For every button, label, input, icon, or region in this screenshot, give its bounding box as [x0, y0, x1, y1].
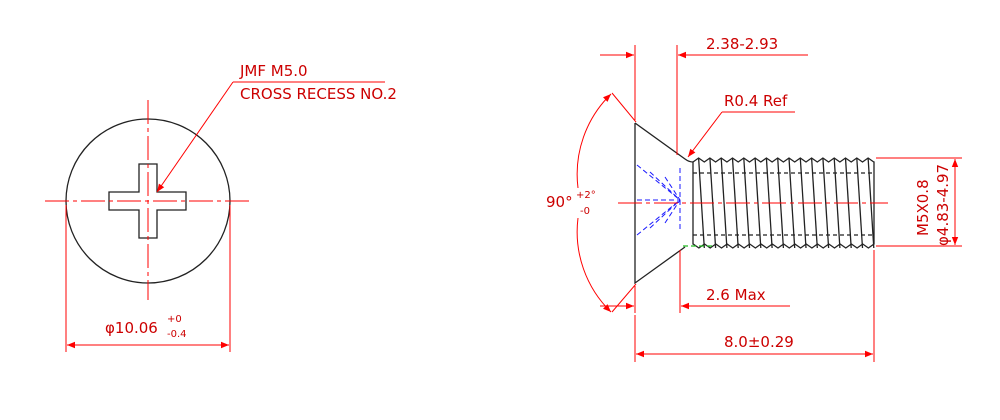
length-label: 8.0±0.29: [724, 333, 794, 351]
head-diameter-label: φ10.06: [105, 319, 158, 337]
recess-callout-leader: [156, 81, 234, 193]
major-diameter-label: φ4.83-4.97: [934, 164, 952, 246]
top-view: JMF M5.0 CROSS RECESS NO.2 φ10.06 +0 -0.…: [45, 62, 397, 352]
recess-callout-line2: CROSS RECESS NO.2: [240, 85, 397, 103]
recess-callout-line1: JMF M5.0: [239, 62, 308, 80]
recess-depth-label: 2.6 Max: [706, 286, 766, 304]
countersunk-head-outline: [634, 122, 694, 285]
head-diameter-tol-minus: -0.4: [167, 329, 187, 340]
angle-label: 90°: [546, 193, 573, 211]
angle-extension-lower: [611, 283, 637, 313]
thread-label: M5X0.8: [914, 179, 932, 236]
angle-extension-upper: [611, 92, 637, 123]
angle-tol-plus: +2°: [576, 190, 596, 201]
angle-tol-minus: -0: [580, 206, 590, 217]
cross-recess-hidden-lines: [636, 164, 681, 236]
thread-crest-line: [822, 157, 830, 249]
radius-leader: [687, 111, 723, 158]
angle-dimension-arc-lower: [576, 217, 612, 313]
head-height-label: 2.38-2.93: [706, 35, 778, 53]
head-diameter-tol-plus: +0: [167, 314, 182, 325]
side-view: 2.38-2.93 R0.4 Ref 90° +2° -0 2.6 Max 8.…: [546, 35, 962, 362]
radius-label: R0.4 Ref: [724, 92, 788, 110]
angle-dimension-arc-upper: [576, 93, 612, 189]
